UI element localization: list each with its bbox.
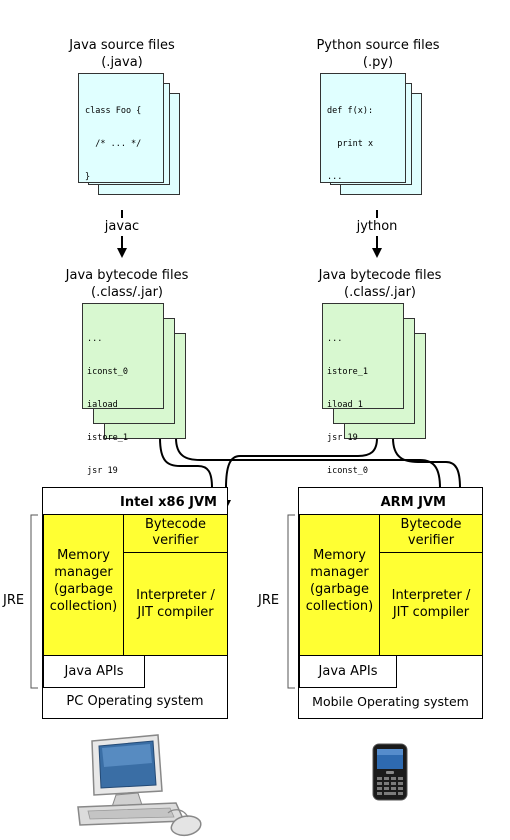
python-bytecode-title: Java bytecode files <box>318 268 442 283</box>
left-java-apis: Java APIs <box>43 655 145 688</box>
right-java-apis: Java APIs <box>299 655 397 688</box>
java-bytecode-ext: (.class/.jar) <box>91 285 163 300</box>
left-memory-manager: Memory manager (garbage collection) <box>44 515 124 655</box>
java-source-caption: Java source files (.java) <box>62 37 182 71</box>
right-bytecode-verifier: Bytecode verifier <box>380 515 482 553</box>
python-bytecode-ext: (.class/.jar) <box>344 285 416 300</box>
right-jre-label: JRE <box>258 593 280 608</box>
python-source-code: def f(x): print x ... <box>320 73 406 183</box>
left-interpreter-jit: Interpreter / JIT compiler <box>124 553 227 655</box>
java-bytecode-to-intel-arrow <box>159 437 217 510</box>
mobile-phone-icon <box>372 743 408 801</box>
jython-label: jython <box>356 219 398 234</box>
python-source-caption: Python source files (.py) <box>308 37 448 71</box>
python-source-title: Python source files <box>316 38 440 53</box>
left-bytecode-verifier: Bytecode verifier <box>124 515 227 553</box>
right-os-label: Mobile Operating system <box>312 694 469 709</box>
java-bytecode-code: ... iconst_0 iaload istore_1 jsr 19 iloa… <box>82 303 164 542</box>
right-os-box: ARM JVM Memory manager (garbage collecti… <box>298 487 483 719</box>
python-bytecode-to-arm-arrow <box>392 437 465 510</box>
java-bytecode-to-arm-arrow <box>175 437 445 510</box>
right-jvm-title: ARM JVM <box>380 495 446 510</box>
python-bytecode-caption: Java bytecode files (.class/.jar) <box>305 267 455 301</box>
left-jre-label: JRE <box>3 593 25 608</box>
java-bytecode-caption: Java bytecode files (.class/.jar) <box>57 267 197 301</box>
left-os-box: Intel x86 JVM Memory manager (garbage co… <box>42 487 228 719</box>
right-interpreter-jit: Interpreter / JIT compiler <box>380 553 482 655</box>
desktop-computer-icon <box>77 734 202 837</box>
java-bytecode-title: Java bytecode files <box>65 268 189 283</box>
left-jre-bracket <box>30 514 38 689</box>
right-memory-manager: Memory manager (garbage collection) <box>300 515 380 655</box>
python-source-ext: (.py) <box>362 55 394 70</box>
left-jvm-title: Intel x86 JVM <box>120 495 217 510</box>
python-bytecode-code: ... istore_1 iload_1 jsr 19 iconst_0 ial… <box>322 303 404 542</box>
left-os-label: PC Operating system <box>66 694 204 709</box>
right-jvm-box: Memory manager (garbage collection) Byte… <box>299 514 483 656</box>
java-source-ext: (.java) <box>101 55 143 70</box>
left-jvm-box: Memory manager (garbage collection) Byte… <box>43 514 228 656</box>
java-source-title: Java source files <box>69 38 175 53</box>
right-jre-bracket <box>287 514 295 689</box>
javac-label: javac <box>104 219 140 234</box>
python-bytecode-to-intel-arrow <box>221 437 378 510</box>
java-source-code: class Foo { /* ... */ } <box>78 73 164 183</box>
